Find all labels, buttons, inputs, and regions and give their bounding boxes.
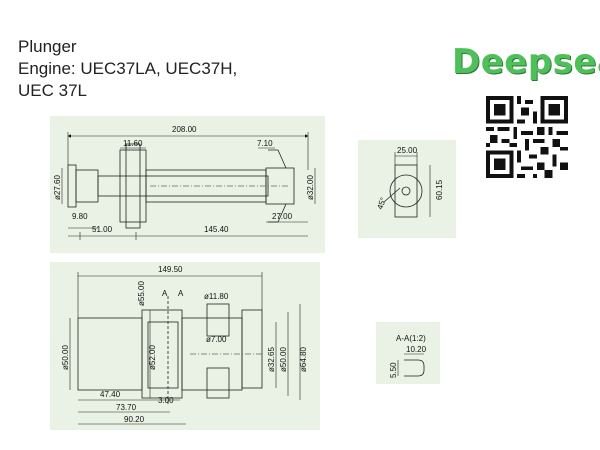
dim-detail-width: 10.20 — [406, 345, 427, 354]
qr-code-icon — [486, 96, 568, 178]
dim-end-width: 25.00 — [397, 146, 418, 155]
title-line-3: UEC 37L — [18, 81, 87, 100]
panel-detail-view — [376, 322, 440, 384]
detail-outline — [397, 353, 425, 377]
dim-len-300: 3.00 — [158, 396, 174, 405]
dim-section-length: 149.50 — [158, 265, 183, 274]
title-line-1: Plunger — [18, 37, 77, 56]
dim-len-9020: 90.20 — [124, 415, 145, 424]
page-title: Plunger Engine: UEC37LA, UEC37H, UEC 37L — [18, 36, 237, 102]
dim-dia-6480: ø64.80 — [299, 347, 308, 372]
dim-end-height: 60.15 — [435, 179, 444, 200]
panel-top-view — [50, 116, 325, 253]
dim-right-dia: ø32.00 — [306, 175, 315, 200]
section-outline — [77, 296, 263, 406]
title-line-2: Engine: UEC37LA, UEC37H, — [18, 59, 238, 78]
end-view-outline — [383, 164, 423, 218]
dim-bore-dia: ø11.80 — [204, 292, 229, 301]
panel-section-view — [50, 262, 320, 430]
dim-dia-5000: ø50.00 — [279, 347, 288, 372]
dim-detail-depth: 5.50 — [389, 362, 398, 378]
dim-inner-dia: ø52.00 — [148, 345, 157, 370]
dim-dia-3265: ø32.65 — [267, 347, 276, 372]
dim-len-7370: 73.70 — [116, 403, 137, 412]
brand-logo: Deepsea — [452, 42, 600, 82]
dim-right-len: 27.00 — [272, 212, 293, 221]
detail-label: A-A(1:2) — [396, 334, 426, 343]
end-view-dimensions — [394, 152, 431, 217]
panel-end-view — [358, 140, 456, 238]
dim-total-length: 208.00 — [172, 125, 197, 134]
dim-flange: 11.60 — [123, 139, 143, 148]
dim-mid-len: 145.40 — [204, 225, 229, 234]
dim-hole-dia: ø7.00 — [206, 335, 227, 344]
dim-len-4740: 47.40 — [100, 390, 121, 399]
top-view-dimensions — [61, 132, 316, 240]
section-mark-a2: A — [178, 289, 184, 298]
dim-right-step: 7.10 — [257, 139, 273, 148]
dim-outer-dia: ø55.00 — [137, 281, 146, 306]
dim-left-dia: ø27.60 — [53, 175, 62, 200]
section-dimensions — [69, 272, 301, 425]
dim-end-angle: 45° — [375, 196, 388, 210]
dim-left-dia-50: ø50.00 — [61, 345, 70, 370]
section-mark-a1: A — [162, 289, 168, 298]
dim-left-len: 51.00 — [92, 225, 113, 234]
dim-left-small: 9.80 — [72, 212, 88, 221]
